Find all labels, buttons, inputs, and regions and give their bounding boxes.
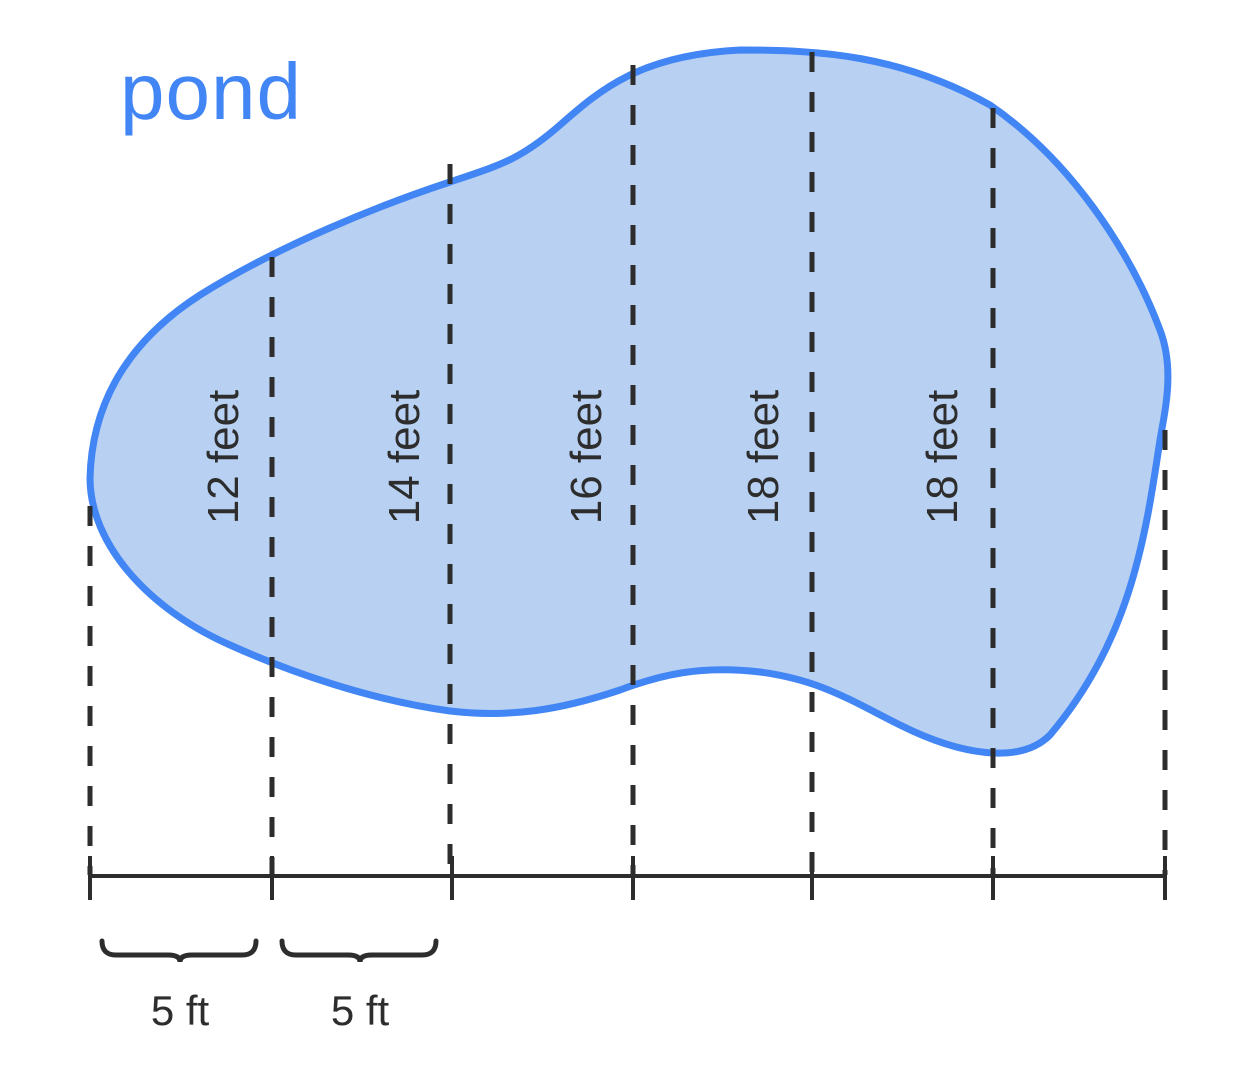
width-label-3: 16 feet [562,389,611,525]
pond-shape [86,46,1172,757]
dashed-guides [87,52,1168,875]
brace-1 [99,938,259,963]
width-label-5: 18 feet [918,389,967,525]
brace-2 [279,938,439,963]
segment-label-2: 5 ft [330,987,390,1034]
segment-label-1: 5 ft [150,987,210,1034]
width-label-1: 12 feet [199,389,248,525]
baseline-axis [88,856,1167,900]
width-label-2: 14 feet [380,389,429,525]
width-label-4: 18 feet [739,389,788,525]
braces [99,938,439,963]
diagram-title: pond [120,47,302,136]
